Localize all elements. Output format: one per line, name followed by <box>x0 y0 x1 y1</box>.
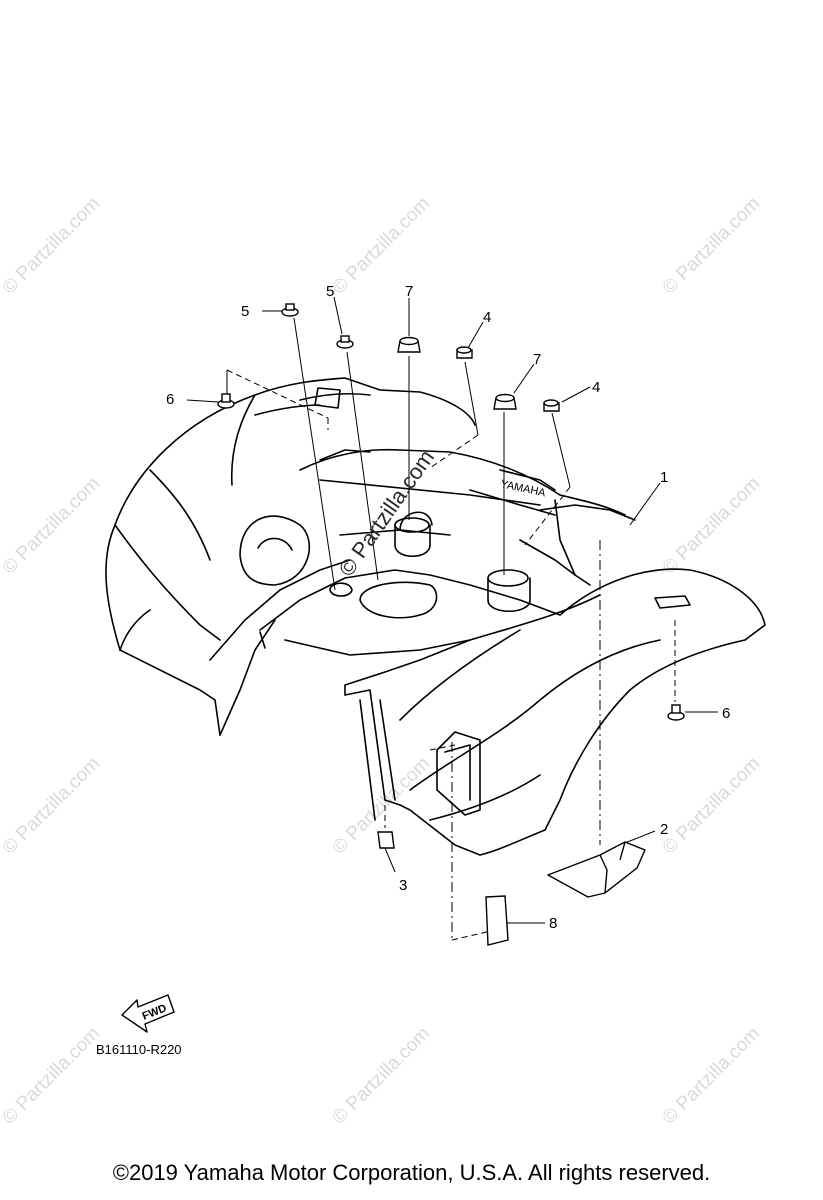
fwd-arrow-icon: FWD <box>121 994 175 1033</box>
watermark: © Partzilla.com <box>0 1023 104 1128</box>
watermark: © Partzilla.com <box>659 193 764 298</box>
copyright-notice: ©2019 Yamaha Motor Corporation, U.S.A. A… <box>112 1160 711 1185</box>
callout-1: 1 <box>660 469 668 486</box>
part-5-bolt-middle-head <box>340 335 350 343</box>
svg-text:YAMAHA: YAMAHA <box>499 478 547 499</box>
watermark: © Partzilla.com <box>0 473 104 578</box>
part-2-cover <box>547 841 646 898</box>
watermark: © Partzilla.com <box>659 473 764 578</box>
watermark: © Partzilla.com <box>329 193 434 298</box>
callout-7-top: 7 <box>405 283 413 300</box>
watermark: © Partzilla.com <box>0 753 104 858</box>
rear-fender-drawing: YAMAHA <box>105 377 766 856</box>
watermark: © Partzilla.com <box>659 753 764 858</box>
callout-7-right: 7 <box>533 351 541 368</box>
figure-code: B161110-R220 <box>96 1042 182 1057</box>
callout-3: 3 <box>399 877 407 894</box>
watermark: © Partzilla.com <box>659 1023 764 1128</box>
callout-6-left: 6 <box>166 391 174 408</box>
part-5-bolt-left-head <box>285 303 295 311</box>
callout-8: 8 <box>549 915 557 932</box>
callout-6-right: 6 <box>722 705 730 722</box>
callout-4-upper: 4 <box>483 309 491 326</box>
watermark: © Partzilla.com <box>0 193 104 298</box>
callout-4-right: 4 <box>592 379 600 396</box>
part-8-decal <box>485 895 509 946</box>
watermark: © Partzilla.com <box>329 1023 434 1128</box>
fastener-parts <box>217 303 685 849</box>
part-3-clip-nut <box>377 831 395 849</box>
callout-5-middle: 5 <box>326 283 334 300</box>
callout-5-left: 5 <box>241 303 249 320</box>
callout-2: 2 <box>660 821 668 838</box>
watermark-layer: © Partzilla.com © Partzilla.com © Partzi… <box>0 193 764 1128</box>
callout-labels: 5 5 7 4 6 7 4 1 6 2 3 8 <box>166 283 730 932</box>
leader-lines <box>186 296 718 941</box>
